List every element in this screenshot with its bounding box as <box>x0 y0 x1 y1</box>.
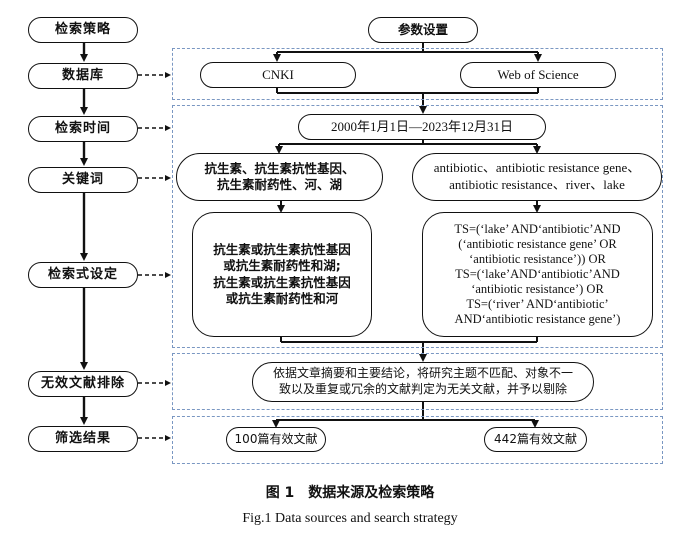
query-en-line: ‘antibiotic resistance’) OR <box>471 282 604 296</box>
keywords-en-line: antibiotic、antibiotic resistance gene、 <box>433 160 641 176</box>
keywords-cn-line: 抗生素、抗生素抗性基因、 <box>204 160 355 176</box>
query-cn-line: 或抗生素耐药性和河 <box>225 290 339 306</box>
right-flow-connectors <box>272 42 542 428</box>
panel-results <box>172 416 663 464</box>
result-cnki-count: 100篇有效文献 <box>226 427 326 452</box>
exclusion-line: 致以及重复或冗余的文献判定为无关文献，并予以剔除 <box>278 382 567 396</box>
step-strategy: 检索策略 <box>28 17 138 43</box>
keywords-cn-box: 抗生素、抗生素抗性基因、 抗生素耐药性、河、湖 <box>176 153 383 201</box>
step-exclusion: 无效文献排除 <box>28 371 138 397</box>
keywords-cn-line: 抗生素耐药性、河、湖 <box>216 177 342 192</box>
dashed-pointers <box>138 72 171 441</box>
exclusion-line: 依据文章摘要和主要结论，将研究主题不匹配、对象不一 <box>272 366 573 381</box>
step-database: 数据库 <box>28 63 138 89</box>
result-wos-count: 442篇有效文献 <box>484 427 587 452</box>
query-en-box: TS=(‘lake’ AND‘antibiotic’AND (‘antibiot… <box>422 212 653 337</box>
database-cnki: CNKI <box>200 62 356 88</box>
query-en-line: TS=(‘lake’ AND‘antibiotic’AND <box>454 222 621 236</box>
step-results: 筛选结果 <box>28 426 138 452</box>
query-cn-box: 抗生素或抗生素抗性基因 或抗生素耐药性和湖; 抗生素或抗生素抗性基因 或抗生素耐… <box>192 212 372 337</box>
step-time: 检索时间 <box>28 116 138 142</box>
figure-caption-en: Fig.1 Data sources and search strategy <box>242 511 458 526</box>
step-keywords: 关键词 <box>28 167 138 193</box>
query-cn-line: 或抗生素耐药性和湖; <box>223 258 341 274</box>
panel-database <box>172 48 663 100</box>
exclusion-box: 依据文章摘要和主要结论，将研究主题不匹配、对象不一 致以及重复或冗余的文献判定为… <box>252 362 594 402</box>
database-web-of-science: Web of Science <box>460 62 616 88</box>
panel-time-keywords-query <box>172 105 663 348</box>
keywords-en-line: antibiotic resistance、river、lake <box>449 177 625 192</box>
query-en-line: TS=(‘river’ AND‘antibiotic’ <box>466 297 609 311</box>
step-query: 检索式设定 <box>28 262 138 288</box>
time-range-box: 2000年1月1日—2023年12月31日 <box>298 114 546 140</box>
figure-caption-cn: 图 1 数据来源及检索策略 <box>265 485 435 501</box>
query-en-line: ‘antibiotic resistance’)) OR <box>469 252 606 266</box>
query-en-line: AND‘antibiotic resistance gene’) <box>454 312 621 326</box>
query-en-line: (‘antibiotic resistance gene’ OR <box>458 237 617 251</box>
keywords-en-box: antibiotic、antibiotic resistance gene、 a… <box>412 153 662 201</box>
query-cn-line: 抗生素或抗生素抗性基因 <box>213 242 351 257</box>
query-en-line: TS=(‘lake’AND‘antibiotic’AND <box>455 267 620 281</box>
query-cn-line: 抗生素或抗生素抗性基因 <box>213 274 351 290</box>
panel-exclusion <box>172 353 663 410</box>
parameters-box: 参数设置 <box>368 17 478 43</box>
